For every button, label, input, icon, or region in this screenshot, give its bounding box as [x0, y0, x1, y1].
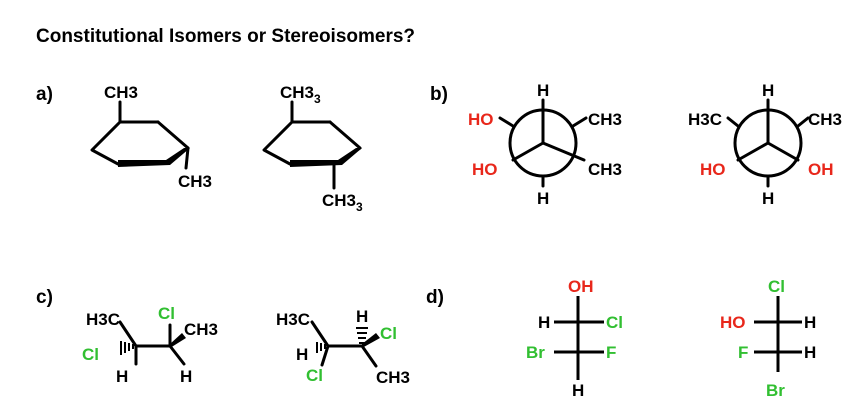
part-d-right-upper-left: HO: [720, 313, 746, 332]
part-d-right-fischer: [754, 296, 802, 372]
part-c-label: c): [36, 287, 53, 308]
part-c-right-h-left: H: [296, 345, 308, 364]
part-d-left-lower-left: Br: [526, 343, 545, 362]
part-d-right-upper-right: H: [804, 313, 816, 332]
part-d-right-bottom: Br: [766, 381, 785, 400]
part-a-right-chair: [262, 100, 362, 190]
part-c-right-h-top: H: [356, 307, 368, 326]
page-title: Constitutional Isomers or Stereoisomers?: [36, 26, 415, 47]
part-d-left-upper-left: H: [538, 313, 550, 332]
part-b-left-front-h: H: [537, 81, 549, 100]
part-a-right-bold-edge: [290, 148, 362, 167]
part-b-right-ho: HO: [700, 160, 726, 179]
part-b-label: b): [430, 84, 448, 105]
part-b-left-ch3-bottom: CH3: [588, 160, 622, 179]
part-d-right-lower-right: H: [804, 343, 816, 362]
part-b-left-back-h: H: [537, 189, 549, 208]
part-d-right-top: Cl: [768, 277, 785, 296]
part-c-right-cl-right: Cl: [380, 324, 397, 343]
part-c-left-wedge-bond: [170, 333, 186, 348]
part-c-right-ch3: CH3: [376, 368, 410, 387]
part-c-left-h-left: H: [116, 367, 128, 386]
part-c-left-h3c: H3C: [86, 310, 120, 329]
part-c-left-cl-top: Cl: [158, 304, 175, 323]
part-b-left-ho-bottom: HO: [472, 160, 498, 179]
part-b-left-ho-top: HO: [468, 110, 494, 129]
part-b-right-ch3: CH3: [808, 110, 842, 129]
part-c-left-bonds: [118, 320, 186, 366]
part-c-right-hash-bonds: [316, 327, 368, 353]
part-c-right-wedge-bond: [362, 333, 380, 348]
part-b-right-back-h: H: [762, 189, 774, 208]
part-a-right-bottom-methyl: CH33: [322, 191, 363, 214]
part-c-left-cl-left: Cl: [82, 345, 99, 364]
part-a-left-side-methyl: CH3: [178, 172, 212, 191]
part-c-right-cl-left: Cl: [306, 366, 323, 385]
part-a-left-bold-edge: [118, 148, 190, 167]
part-d-right-lower-left: F: [738, 343, 748, 362]
part-c-right-bonds: [310, 320, 378, 368]
part-a-right-top-methyl: CH33: [280, 83, 321, 106]
part-d-left-fischer: [554, 296, 604, 380]
part-b-left-ch3-top: CH3: [588, 110, 622, 129]
part-b-right-h3c: H3C: [688, 110, 722, 129]
part-c-left-hash-bond: [120, 341, 134, 355]
part-b-right-front-h: H: [762, 81, 774, 100]
part-b-right-oh: OH: [808, 160, 834, 179]
part-c-right-h3c: H3C: [276, 310, 310, 329]
part-b-left-newman: [498, 98, 588, 188]
part-d-left-lower-right: F: [606, 343, 616, 362]
part-a-left-top-methyl: CH3: [104, 83, 138, 102]
part-c-left-ch3: CH3: [184, 320, 218, 339]
part-d-left-top: OH: [568, 277, 594, 296]
part-d-left-bottom: H: [572, 381, 584, 400]
part-d-label: d): [426, 287, 444, 308]
part-c-left-h-right: H: [180, 367, 192, 386]
part-d-left-upper-right: Cl: [606, 313, 623, 332]
part-b-right-newman: [726, 98, 810, 188]
part-a-label: a): [36, 84, 53, 105]
